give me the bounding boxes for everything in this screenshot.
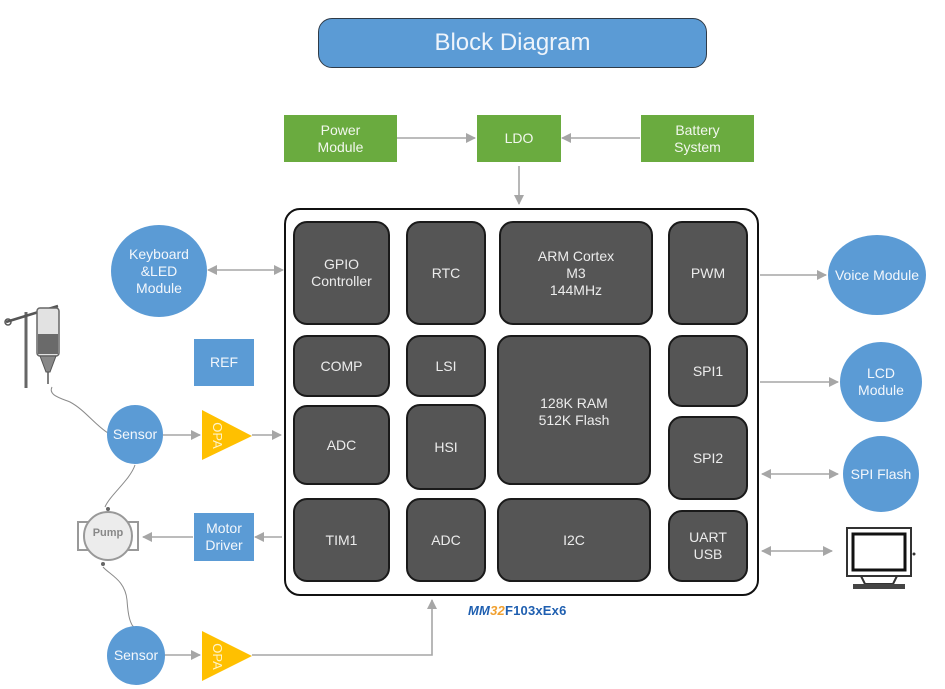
comp-block: COMP [293,335,390,397]
monitor-icon [846,527,916,589]
pump-label: Pump [92,527,124,539]
spi2-block: SPI2 [668,416,748,500]
opa-bottom-label: OPA [209,642,225,670]
i2c-block: I2C [497,498,651,582]
hsi-block: HSI [406,404,486,490]
tim1-block: TIM1 [293,498,390,582]
lcd-module: LCD Module [840,342,922,422]
spi1-block: SPI1 [668,335,748,407]
sensor-bottom: Sensor [107,626,165,685]
rtc-block: RTC [406,221,486,325]
chip-name-number: 32 [490,603,505,618]
opa-bottom-triangle [202,631,252,681]
tube-iv-to-sensor [50,386,109,434]
adc-block-2: ADC [406,498,486,582]
ldo-block: LDO [477,115,561,162]
diagram-title: Block Diagram [318,18,707,68]
spi-flash: SPI Flash [843,436,919,512]
tube-pump-to-sensor [102,566,136,629]
chip-part-number: MM32F103xEx6 [468,603,567,618]
opa-top-label: OPA [209,421,225,449]
voice-module: Voice Module [828,235,926,315]
lsi-block: LSI [406,335,486,397]
gpio-controller-block: GPIO Controller [293,221,390,325]
opa-top-triangle [202,410,252,460]
iv-drip-icon [4,304,60,388]
memory-block: 128K RAM 512K Flash [497,335,651,485]
battery-system-block: Battery System [641,115,754,162]
uart-usb-block: UART USB [668,510,748,582]
motor-driver-block: Motor Driver [194,513,254,561]
adc-block-1: ADC [293,405,390,485]
pwm-block: PWM [668,221,748,325]
power-module-block: Power Module [284,115,397,162]
chip-name-suffix: F103xEx6 [504,603,567,618]
arrow-opa-to-mcu-adc [252,599,437,656]
arm-cortex-block: ARM Cortex M3 144MHz [499,221,653,325]
sensor-top: Sensor [107,405,163,464]
ref-block: REF [194,339,254,386]
opa-bottom-label-wrap: OPA [202,642,232,670]
opa-top-label-wrap: OPA [202,421,232,449]
chip-name-prefix: MM [468,603,491,618]
keyboard-led-module: Keyboard &LED Module [111,225,207,317]
tube-sensor-to-pump [104,464,136,508]
pump-icon [77,507,139,566]
